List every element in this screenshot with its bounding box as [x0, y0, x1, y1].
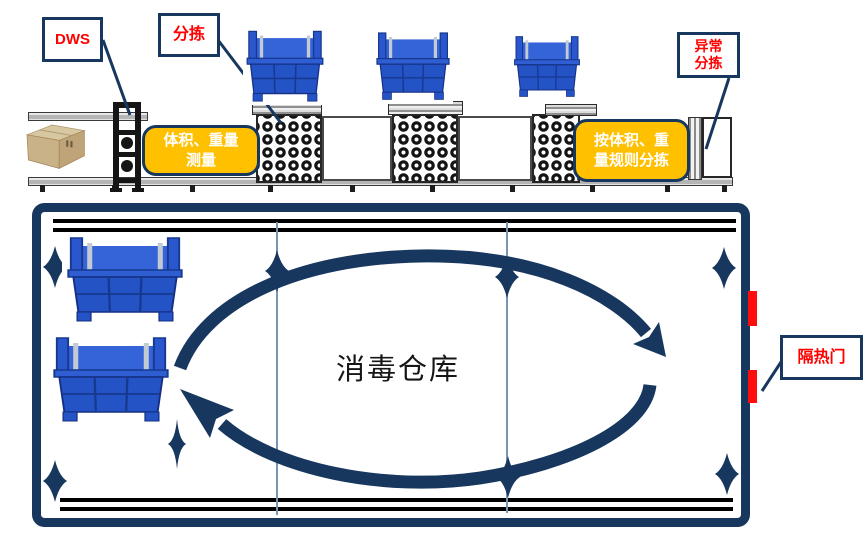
callout-dws-text: DWS: [55, 30, 90, 48]
callout-abnormal-sorting-text: 异常 分拣: [694, 38, 723, 71]
roller-conveyor-icon: [392, 114, 458, 183]
warehouse-title: 消毒仓库: [313, 346, 483, 388]
door-marker-icon: [748, 370, 757, 403]
conveyor-leg: [268, 185, 273, 192]
diamond-markers: [43, 246, 739, 502]
conveyor-flat-section: [458, 116, 532, 181]
diamond-marker-icon: [712, 247, 736, 289]
stillage-bin-icon: [48, 332, 174, 424]
warehouse-wall: [32, 203, 750, 527]
conveyor-leg: [665, 185, 670, 192]
conveyor-top-rail: [28, 112, 148, 121]
circulation-arrows-icon: [173, 249, 666, 489]
stillage-bin-icon: [373, 26, 453, 104]
conveyor-leg: [350, 185, 355, 192]
measure-step-text: 体积、重量 测量: [163, 132, 239, 169]
conveyor-feed-platform: [545, 104, 597, 116]
conveyor-leg: [722, 185, 727, 192]
door-markers: [748, 291, 757, 403]
sparkle-marker-icon: [168, 419, 186, 469]
conveyor-leg: [590, 185, 595, 192]
rule-sort-step-label: 按体积、重 量规则分拣: [573, 119, 690, 182]
callout-insulated-door: 隔热门: [780, 335, 863, 380]
measure-step-label: 体积、重量 测量: [142, 125, 260, 176]
callout-dws: DWS: [42, 17, 103, 62]
warehouse-rack-lines: [53, 219, 736, 511]
conveyor-leg: [510, 185, 515, 192]
callout-abnormal-sorting: 异常 分拣: [677, 32, 740, 78]
stillage-bin-icon: [511, 27, 583, 104]
conveyor-leg: [430, 185, 435, 192]
diamond-marker-icon: [495, 256, 519, 298]
conveyor-leg: [40, 185, 45, 192]
warehouse-title-text: 消毒仓库: [335, 354, 460, 386]
conveyor-flat-section: [322, 116, 392, 181]
callout-sorting-text: 分拣: [172, 26, 205, 44]
conveyor-end-section: [702, 117, 732, 178]
diamond-marker-icon: [715, 453, 739, 495]
stillage-bin-icon: [62, 232, 188, 324]
callout-connector-lines: [101, 39, 785, 392]
callout-sorting: 分拣: [158, 13, 220, 57]
diamond-marker-icon: [43, 460, 67, 502]
diamond-marker-icon: [265, 250, 289, 292]
door-marker-icon: [748, 291, 757, 326]
diamond-marker-icon: [43, 246, 67, 288]
rule-sort-step-text: 按体积、重 量规则分拣: [593, 132, 669, 169]
conveyor-leg: [190, 185, 195, 192]
stillage-bin-icon: [243, 25, 327, 105]
callout-insulated-door-text: 隔热门: [797, 348, 846, 366]
diamond-marker-icon: [496, 456, 520, 498]
